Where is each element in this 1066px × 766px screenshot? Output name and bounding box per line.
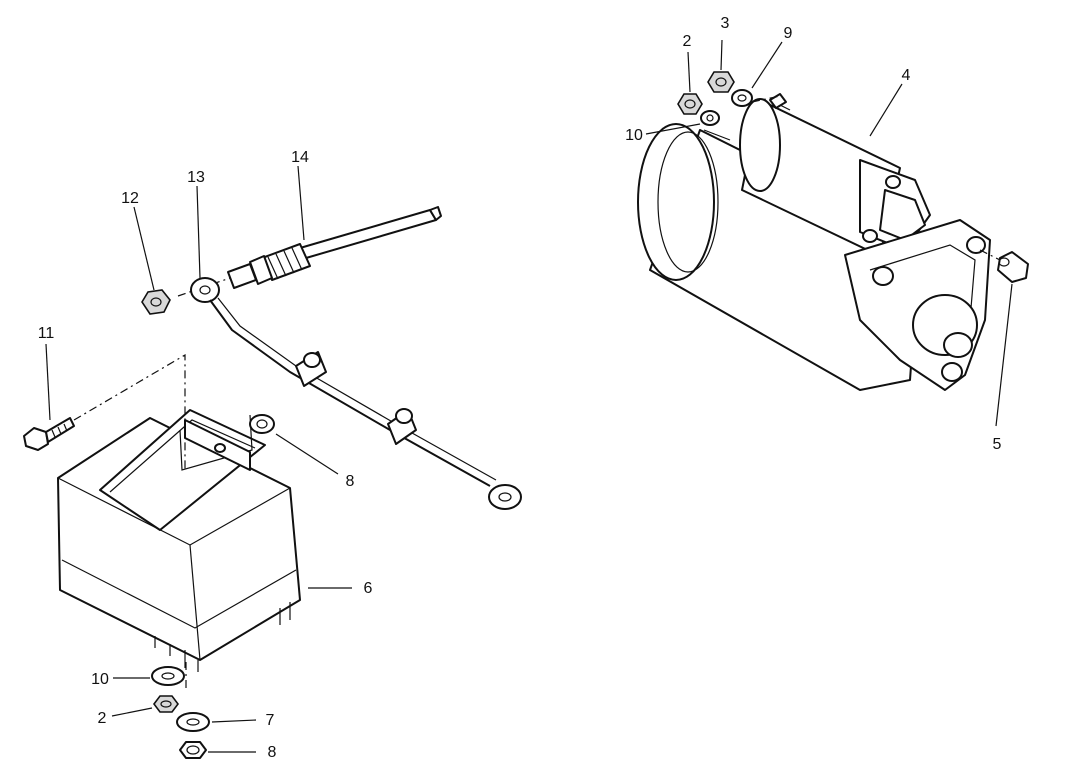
glow-plug-part-14 — [227, 206, 442, 289]
callout-9: 9 — [784, 25, 793, 42]
callout-5: 5 — [993, 436, 1002, 453]
nut-part-3-right — [707, 71, 735, 93]
callout-2-right: 2 — [683, 33, 692, 50]
callout-6: 6 — [364, 580, 373, 597]
callout-10-right: 10 — [625, 127, 643, 144]
callout-14: 14 — [291, 149, 309, 166]
callout-2-left: 2 — [98, 710, 107, 727]
nut-part-2-bottom — [153, 695, 179, 713]
callout-8-top: 8 — [346, 473, 355, 490]
alignment-line-bushing — [979, 249, 1001, 261]
nut-part-8-bottom — [179, 741, 207, 759]
callout-4: 4 — [902, 67, 911, 84]
callout-11: 11 — [38, 325, 55, 342]
washer-part-10-bottom — [151, 666, 185, 686]
callout-12: 12 — [121, 190, 139, 207]
callout-13: 13 — [187, 169, 205, 186]
washer-part-7 — [176, 712, 210, 732]
alignment-line-terminal — [751, 95, 781, 103]
leader-lines — [45, 39, 1013, 753]
starter-motor-part-4 — [637, 93, 991, 391]
callout-8-bottom: 8 — [268, 744, 277, 761]
control-unit-box — [57, 409, 301, 672]
nut-part-2-right — [677, 93, 703, 115]
washer-part-10-right — [700, 110, 720, 126]
bolt-part-11 — [23, 417, 75, 451]
callout-7: 7 — [266, 712, 275, 729]
washer-part-9-right — [731, 89, 753, 107]
bushing-part-5 — [997, 251, 1029, 283]
callout-10-left: 10 — [91, 671, 109, 688]
nut-part-12 — [141, 289, 171, 315]
cable-part-13 — [190, 277, 522, 510]
alignment-line-bolt — [73, 353, 186, 470]
nut-part-8-top — [249, 414, 275, 434]
callout-3: 3 — [721, 15, 730, 32]
